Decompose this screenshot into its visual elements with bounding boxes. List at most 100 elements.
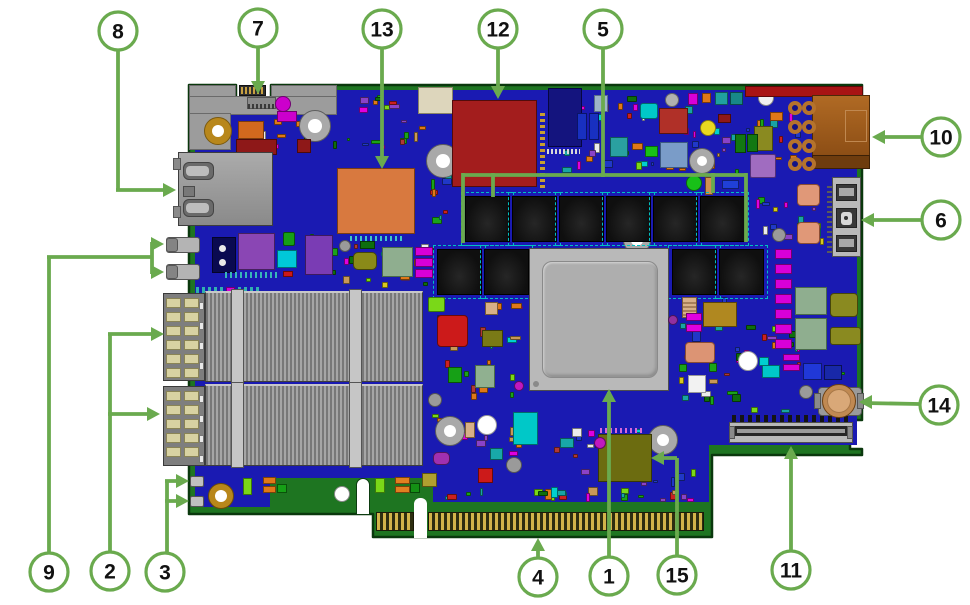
debug-header-pins xyxy=(241,87,264,94)
sfp-tab xyxy=(199,362,204,370)
sfp-contact-pad xyxy=(166,340,181,350)
callout-circle-6 xyxy=(920,199,962,241)
passive-component xyxy=(755,198,761,209)
sfp-tab xyxy=(199,415,204,423)
passive-component xyxy=(537,490,548,497)
inductor xyxy=(484,249,529,295)
header-pin xyxy=(218,258,226,266)
callout-arrow-6 xyxy=(861,213,874,227)
component xyxy=(360,241,375,249)
component xyxy=(514,381,524,391)
component xyxy=(747,134,758,152)
sfp-contact-pad xyxy=(166,312,181,322)
callout-arrow-9 xyxy=(151,265,164,279)
coil xyxy=(802,157,816,171)
passive-component xyxy=(716,153,720,157)
passive-component xyxy=(361,143,370,147)
callout-label-13: 13 xyxy=(370,19,393,42)
sfp-contact-pad xyxy=(166,368,181,378)
io-slot-inner xyxy=(839,188,854,196)
callout-label-15: 15 xyxy=(665,565,689,588)
component xyxy=(797,222,820,244)
passive-component xyxy=(587,429,596,438)
capacitor xyxy=(775,339,792,349)
component xyxy=(702,93,711,103)
passive-component xyxy=(638,494,645,499)
component xyxy=(283,232,295,246)
passive-component xyxy=(442,178,453,185)
passive-component xyxy=(447,493,457,500)
pcie-key-notch xyxy=(414,498,427,538)
component xyxy=(830,327,861,345)
pcie-fingers-b xyxy=(428,512,704,531)
io-slot-dot xyxy=(844,216,848,220)
component xyxy=(770,112,783,121)
callout-arrow-9 xyxy=(151,237,164,251)
callout-label-14: 14 xyxy=(927,395,951,418)
passive-component xyxy=(342,275,351,284)
coil xyxy=(802,101,816,115)
mezz-lug xyxy=(847,426,853,439)
callout-label-2: 2 xyxy=(104,561,116,584)
sfp-tab xyxy=(199,342,204,350)
pin-row xyxy=(827,185,832,253)
component xyxy=(395,477,410,484)
callout-circle-9 xyxy=(28,551,70,593)
passive-component xyxy=(358,107,369,114)
led-lightpipe-cap xyxy=(166,238,178,252)
component xyxy=(645,146,658,157)
sfp-contact-pad xyxy=(184,405,199,415)
passive-component xyxy=(366,277,371,283)
passive-component xyxy=(746,128,751,132)
callout-arrow-3 xyxy=(176,494,189,508)
component xyxy=(375,478,385,493)
inductor xyxy=(672,249,717,295)
component xyxy=(722,180,739,189)
passive-component xyxy=(763,226,769,235)
component xyxy=(795,318,827,350)
passive-component xyxy=(812,206,817,211)
component xyxy=(750,154,776,178)
passive-component xyxy=(626,95,638,103)
sfp-tab xyxy=(199,302,204,310)
passive-component xyxy=(404,131,410,139)
callout-arrow-15 xyxy=(651,451,664,465)
component xyxy=(700,120,716,136)
capacitor xyxy=(783,354,800,361)
standoff-hole xyxy=(696,155,708,167)
component xyxy=(283,271,293,277)
component xyxy=(475,365,495,388)
pad xyxy=(665,93,679,107)
passive-component xyxy=(573,453,578,459)
component xyxy=(797,184,820,206)
passive-component xyxy=(479,487,484,496)
pad xyxy=(506,457,522,473)
callout-arrow-4 xyxy=(531,538,545,551)
callout-label-8: 8 xyxy=(112,21,124,44)
asic-lid xyxy=(542,261,658,378)
passive-component xyxy=(708,363,717,372)
inductor xyxy=(512,196,557,242)
callout-circle-11 xyxy=(770,549,812,591)
sfp-contact-pad xyxy=(166,433,181,443)
coil xyxy=(788,157,802,171)
component xyxy=(660,142,688,168)
component xyxy=(263,477,276,484)
passive-component xyxy=(463,370,470,377)
inductor xyxy=(437,249,482,295)
rj45-tab xyxy=(173,206,181,218)
passive-component xyxy=(476,440,487,448)
inductor xyxy=(606,196,651,242)
callout-label-5: 5 xyxy=(597,19,609,42)
passive-component xyxy=(761,201,770,206)
callout-circle-12 xyxy=(477,8,519,50)
rj45-slot-inner xyxy=(186,166,209,176)
passive-component xyxy=(400,119,407,123)
component xyxy=(703,302,737,327)
capacitor xyxy=(415,247,433,256)
passive-component xyxy=(679,323,687,329)
inductor xyxy=(559,196,604,242)
passive-component xyxy=(680,493,687,501)
heatsink-clip xyxy=(349,382,362,468)
